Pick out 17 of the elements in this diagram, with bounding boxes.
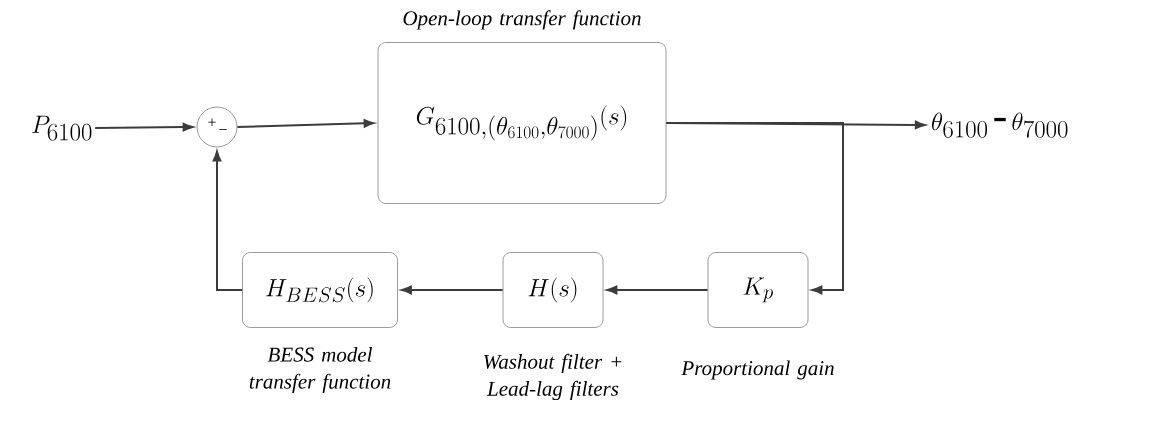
block-caption: Proportional gain [681,360,834,380]
block-caption: BESS model transfer function [249,346,391,393]
signal-label: $P_{6100}$ [32,115,92,141]
arrow [212,150,244,291]
arrow [606,285,709,295]
arrow [665,122,844,295]
signal-label: $\theta_{6100}\,\text{-}\,\theta_{7000}$ [932,112,1068,138]
block-box: $K_p$ [707,252,809,328]
summing-junction: + − [196,106,238,148]
block-caption: Washout filter + Lead-lag filters [484,353,622,401]
block-caption: Open-loop transfer function [403,10,641,30]
arrow [236,119,375,128]
block-box: $H(s)$ [502,252,604,328]
arrow [401,285,504,295]
block-box: $G_{6100,(\theta_{6100},\theta_{7000})}(s)$ [377,42,667,204]
block-box: $H_{BESS}(s)$ [242,252,398,328]
arrow [94,122,194,132]
